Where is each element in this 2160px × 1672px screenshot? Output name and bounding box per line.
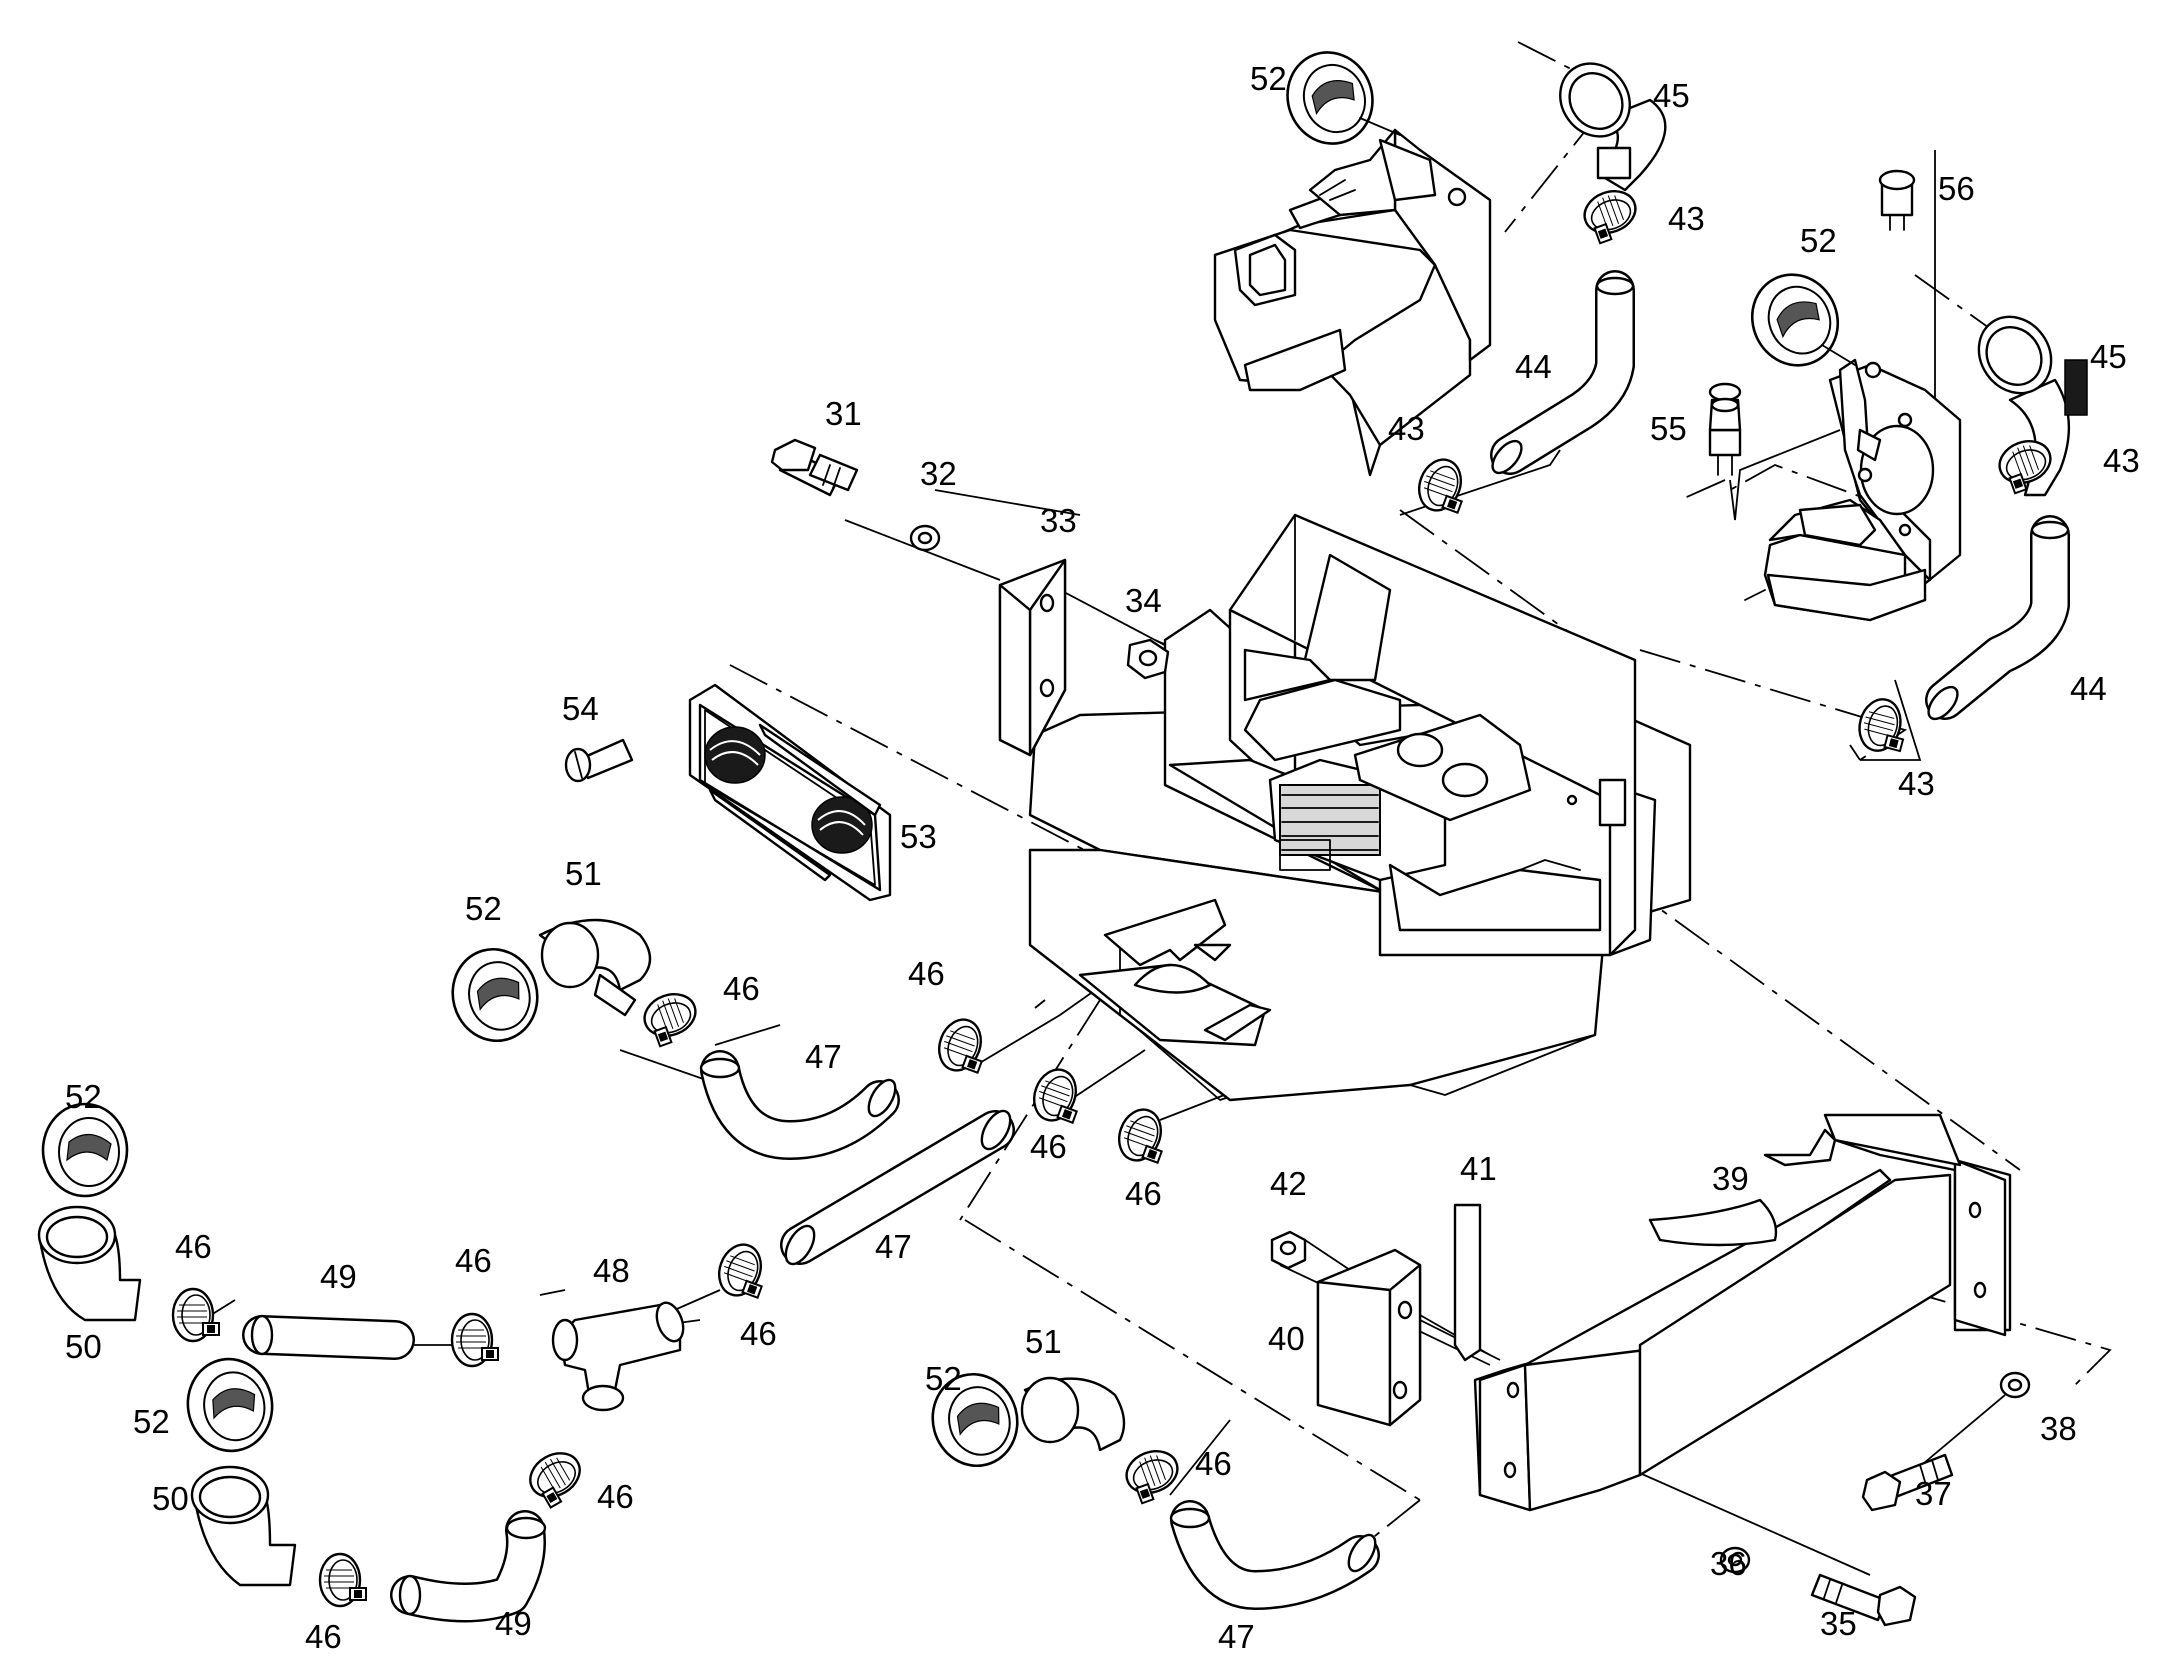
callout-46-i: 46 [305,1618,342,1655]
lower-center-outlet [921,1363,1380,1610]
right-ducting [1852,315,2088,759]
callout-34: 34 [1125,582,1162,619]
callout-43-d: 43 [1898,765,1935,802]
callout-43-b: 43 [1388,410,1425,447]
callout-52-e: 52 [133,1403,170,1440]
callout-52-f: 52 [925,1360,962,1397]
callout-52-c: 52 [465,890,502,927]
callout-54: 54 [562,690,599,727]
callout-46-c: 46 [1030,1128,1067,1165]
main-heater-housing [1028,513,1692,1102]
upper-ducting [1411,62,1667,520]
callout-40: 40 [1268,1320,1305,1357]
callout-55: 55 [1650,410,1687,447]
vent-grille-53 [564,683,892,902]
callout-32: 32 [920,455,957,492]
callout-46-b: 46 [908,955,945,992]
bracket-33-fasteners [770,438,1170,757]
callout-38: 38 [2040,1410,2077,1447]
callout-51-a: 51 [565,855,602,892]
callout-36: 36 [1710,1545,1747,1582]
callout-52-d: 52 [65,1078,102,1115]
callout-49-b: 49 [495,1605,532,1642]
callout-51-b: 51 [1025,1323,1062,1360]
callout-52-a: 52 [1250,60,1287,97]
callout-37: 37 [1915,1475,1952,1512]
top-left-air-duct [1213,39,1492,477]
callout-47-c: 47 [1218,1618,1255,1655]
callout-53: 53 [900,818,937,855]
callout-50-a: 50 [65,1328,102,1365]
callout-44-a: 44 [1515,348,1552,385]
callout-42: 42 [1270,1165,1307,1202]
callout-labels: 31 32 33 34 35 36 37 38 39 40 41 42 43 4… [65,60,2140,1655]
callout-43-c: 43 [2103,442,2140,479]
callout-35: 35 [1820,1605,1857,1642]
callout-46-a: 46 [723,970,760,1007]
callout-33: 33 [1040,502,1077,539]
callout-41: 41 [1460,1150,1497,1187]
callout-56: 56 [1938,170,1975,207]
callout-46-g: 46 [740,1315,777,1352]
callout-52-b: 52 [1800,222,1837,259]
callout-45-a: 45 [1653,77,1690,114]
callout-49-a: 49 [320,1258,357,1295]
callout-45-b: 45 [2090,338,2127,375]
callout-46-d: 46 [1125,1175,1162,1212]
long-hose-47 [780,1109,1015,1266]
callout-48: 48 [593,1252,630,1289]
upper-left-outlet [441,918,1175,1170]
callout-50-b: 50 [152,1480,189,1517]
callout-46-e: 46 [175,1228,212,1265]
mounting-bracket-assembly [1270,1113,2031,1627]
callout-47-a: 47 [805,1038,842,1075]
callout-46-h: 46 [597,1478,634,1515]
callout-47-b: 47 [875,1228,912,1265]
callout-43-a: 43 [1668,200,1705,237]
callout-46-j: 46 [1195,1445,1232,1482]
left-splitter-assembly [37,1102,775,1623]
callout-31: 31 [825,395,862,432]
top-right-air-duct [1708,169,1962,622]
callout-46-f: 46 [455,1242,492,1279]
callout-44-b: 44 [2070,670,2107,707]
callout-39: 39 [1712,1160,1749,1197]
